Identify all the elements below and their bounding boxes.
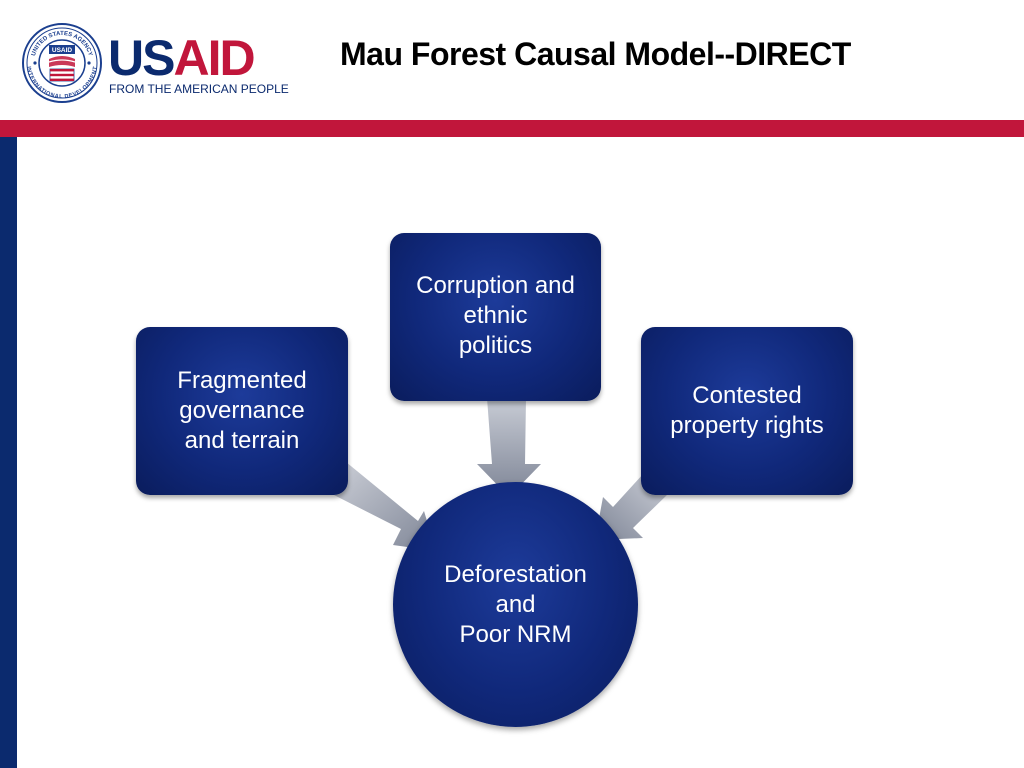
slide-title: Mau Forest Causal Model--DIRECT [340,36,851,72]
node-deforestation-poor-nrm: Deforestation and Poor NRM [393,482,638,727]
svg-text:FROM THE AMERICAN PEOPLE: FROM THE AMERICAN PEOPLE [109,82,289,96]
svg-text:USAID: USAID [52,47,73,54]
header: UNITED STATES AGENCY INTERNATIONAL DEVEL… [0,0,1024,120]
usaid-seal-logo: UNITED STATES AGENCY INTERNATIONAL DEVEL… [22,23,102,103]
usaid-wordmark-logo: USAID FROM THE AMERICAN PEOPLE [108,32,289,96]
arrow-fragmented-to-deforestation [332,462,436,551]
left-accent-band [0,137,17,768]
node-contested-property-rights: Contested property rights [641,327,853,495]
svg-text:USAID: USAID [108,32,254,86]
arrow-corruption-to-deforestation [477,398,541,497]
node-corruption-ethnic-politics: Corruption and ethnic politics [390,233,601,401]
node-fragmented-governance: Fragmented governance and terrain [136,327,348,495]
header-divider-band [0,120,1024,137]
